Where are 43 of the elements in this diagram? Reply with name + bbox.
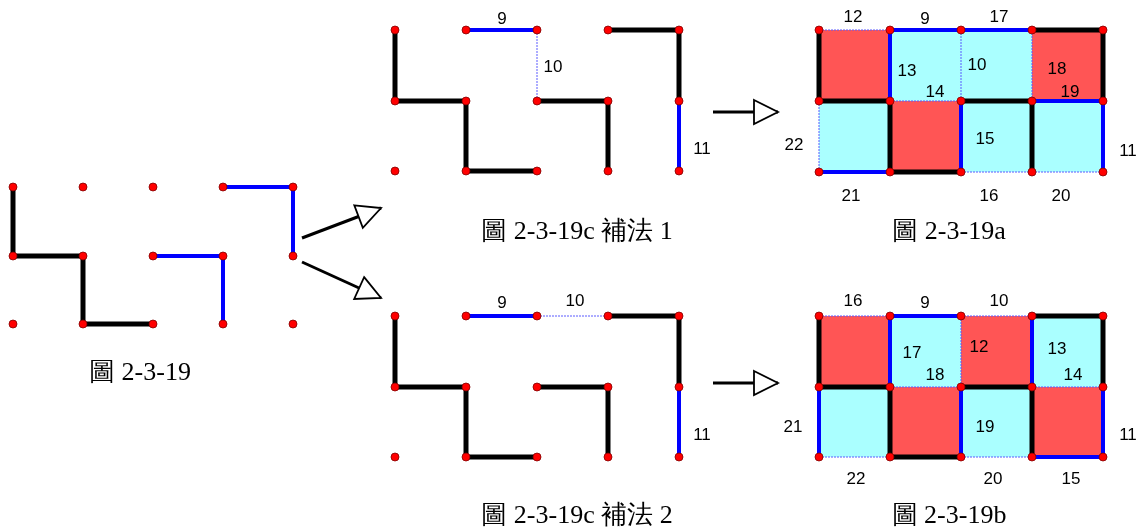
move-number: 18: [925, 365, 945, 383]
move-number: 14: [925, 82, 945, 100]
move-number: 13: [897, 61, 917, 79]
move-number: 9: [497, 9, 507, 27]
hollow-arrow: [301, 260, 382, 300]
figure-caption: 圖 2-3-19a: [892, 217, 1006, 245]
move-number: 16: [843, 291, 863, 309]
move-number: 11: [1119, 425, 1137, 443]
move-number: 17: [902, 343, 922, 361]
move-number: 11: [693, 139, 711, 157]
move-number: 12: [969, 337, 989, 355]
move-number: 22: [846, 469, 866, 487]
move-number: 18: [1047, 59, 1067, 77]
move-number: 10: [543, 57, 563, 75]
figure-caption: 圖 2-3-19: [89, 358, 191, 386]
move-number: 17: [989, 7, 1009, 25]
figure-caption: 圖 2-3-19b: [891, 501, 1007, 529]
move-number: 15: [975, 129, 995, 147]
move-number: 11: [693, 425, 711, 443]
move-number: 21: [841, 186, 861, 204]
move-number: 15: [1061, 469, 1081, 487]
hollow-arrow: [713, 370, 779, 396]
move-number: 21: [783, 417, 803, 435]
figure-caption: 圖 2-3-19c 補法 2: [481, 501, 673, 529]
move-number: 19: [1060, 82, 1080, 100]
move-number: 9: [920, 9, 930, 27]
hollow-arrow: [301, 204, 382, 240]
move-number: 10: [989, 291, 1009, 309]
move-number: 13: [1047, 339, 1067, 357]
hollow-arrow: [713, 99, 779, 125]
move-number: 14: [1063, 365, 1083, 383]
move-number: 22: [784, 135, 804, 153]
move-number: 10: [967, 55, 987, 73]
move-number: 11: [1119, 141, 1137, 159]
move-number: 12: [843, 7, 863, 25]
move-number: 19: [975, 417, 995, 435]
move-number: 10: [565, 291, 585, 309]
move-number: 9: [497, 293, 507, 311]
figure-caption: 圖 2-3-19c 補法 1: [481, 217, 673, 245]
move-number: 20: [1051, 186, 1071, 204]
move-number: 9: [920, 293, 930, 311]
move-number: 20: [983, 469, 1003, 487]
move-number: 16: [979, 186, 999, 204]
